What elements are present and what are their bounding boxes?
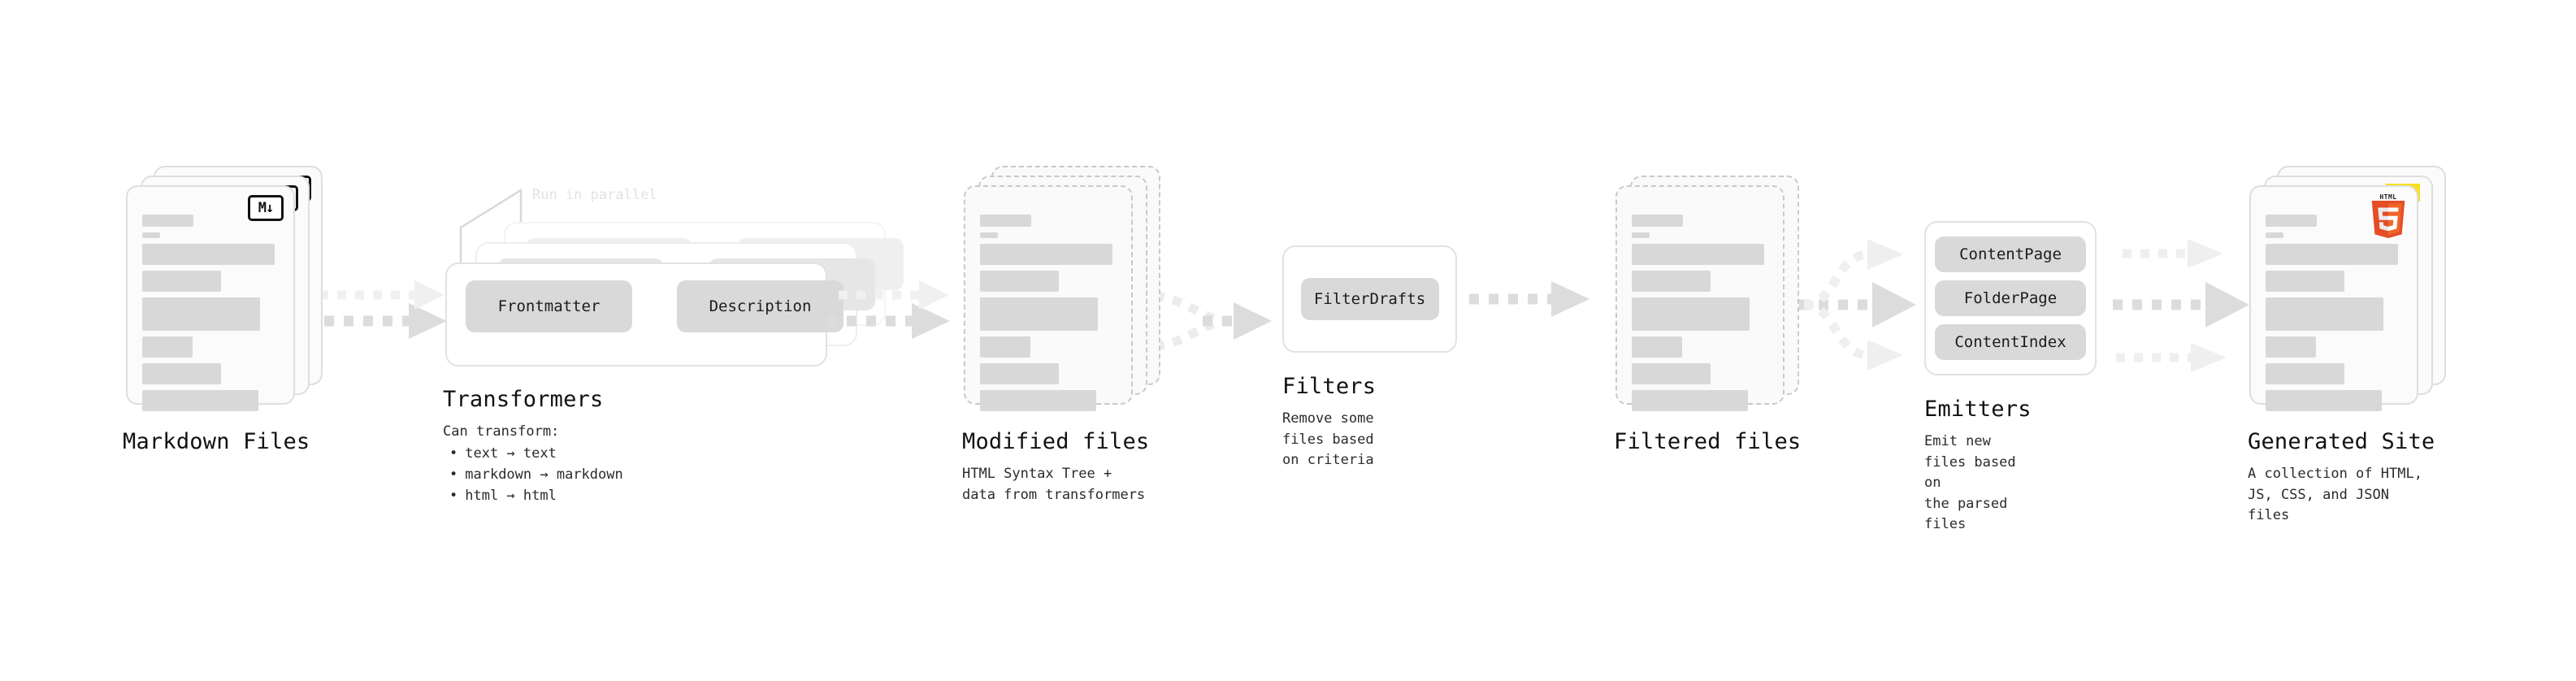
parallel-bracket	[459, 188, 523, 276]
parallel-note: Run in parallel	[532, 187, 657, 203]
chip-description[interactable]: Description	[677, 280, 843, 332]
caption-transformers: Transformers Can transform: text → text …	[443, 387, 623, 507]
doc-placeholder-lines	[142, 215, 280, 417]
label-filters: Filters	[1282, 374, 1377, 399]
markdown-doc-front: M↓	[126, 185, 295, 411]
filters-sub: Remove some files based on criteria	[1282, 410, 1374, 469]
label-generated-site: Generated Site	[2248, 429, 2435, 454]
bullet-item: markdown → markdown	[443, 464, 622, 485]
chip-filterdrafts[interactable]: FilterDrafts	[1300, 278, 1439, 320]
chip-contentpage[interactable]: ContentPage	[1935, 236, 2086, 272]
markdown-file-stack: M↓ M↓ M↓	[126, 166, 323, 421]
bullet-item: html → html	[443, 485, 623, 506]
label-emitters: Emitters	[1924, 397, 2032, 422]
generated-sub: A collection of HTML, JS, CSS, and JSON …	[2248, 466, 2422, 524]
emitters-box: ContentPage FolderPage ContentIndex	[1924, 221, 2097, 375]
caption-filters: Filters Remove some files based on crite…	[1282, 374, 1376, 471]
label-filtered-files: Filtered files	[1614, 429, 1802, 454]
markdown-icon: M↓	[248, 195, 284, 221]
label-markdown-files: Markdown Files	[123, 429, 310, 454]
caption-generated: Generated Site A collection of HTML, JS,…	[2248, 429, 2435, 527]
stage-modified-files: Modified files HTML Syntax Tree + data f…	[962, 166, 1160, 503]
stage-markdown-files: M↓ M↓ M↓	[123, 166, 323, 454]
generated-doc-html: HTML	[2249, 185, 2418, 411]
chip-frontmatter[interactable]: Frontmatter	[466, 280, 632, 332]
filtered-doc-front	[1615, 185, 1785, 411]
doc-placeholder-lines	[2266, 215, 2404, 417]
arrow-emitters-to-generated	[2113, 239, 2249, 372]
chip-contentindex[interactable]: ContentIndex	[1935, 324, 2086, 360]
caption-emitters: Emitters Emit new files based on the par…	[1924, 397, 2032, 536]
emitters-sub: Emit new files based on the parsed files	[1924, 433, 2016, 533]
caption-modified: Modified files HTML Syntax Tree + data f…	[962, 429, 1149, 505]
stage-generated-site: CSS HTML	[2248, 166, 2446, 523]
stage-filtered-files: Filtered files	[1614, 176, 1801, 454]
generated-file-stack: CSS HTML	[2249, 166, 2446, 421]
doc-placeholder-lines	[1632, 215, 1770, 417]
doc-placeholder-lines	[980, 215, 1118, 417]
modified-file-stack	[964, 166, 1160, 421]
transformers-bullets: text → text markdown → markdown html → h…	[443, 443, 623, 507]
filtered-file-stack	[1615, 176, 1799, 421]
caption-filtered: Filtered files	[1614, 429, 1801, 454]
chip-folderpage[interactable]: FolderPage	[1935, 280, 2086, 316]
arrow-filtered-to-emitters	[1780, 239, 1916, 371]
modified-doc-front	[964, 185, 1133, 411]
transformers-sub-intro: Can transform:	[443, 423, 560, 440]
arrow-modified-to-filters	[1137, 289, 1272, 353]
modified-sub: HTML Syntax Tree + data from transformer…	[962, 466, 1146, 503]
html5-cap: HTML	[2379, 193, 2397, 201]
html5-icon: HTML	[2370, 193, 2407, 239]
label-transformers: Transformers	[443, 387, 604, 412]
bullet-item: text → text	[443, 443, 623, 464]
caption-markdown: Markdown Files	[123, 429, 310, 454]
filters-box: FilterDrafts	[1282, 245, 1457, 353]
arrow-filters-to-filtered	[1469, 281, 1589, 317]
arrow-transformers-to-modified	[827, 280, 950, 339]
arrow-markdown-to-transformers	[305, 280, 447, 339]
label-modified-files: Modified files	[962, 429, 1150, 454]
